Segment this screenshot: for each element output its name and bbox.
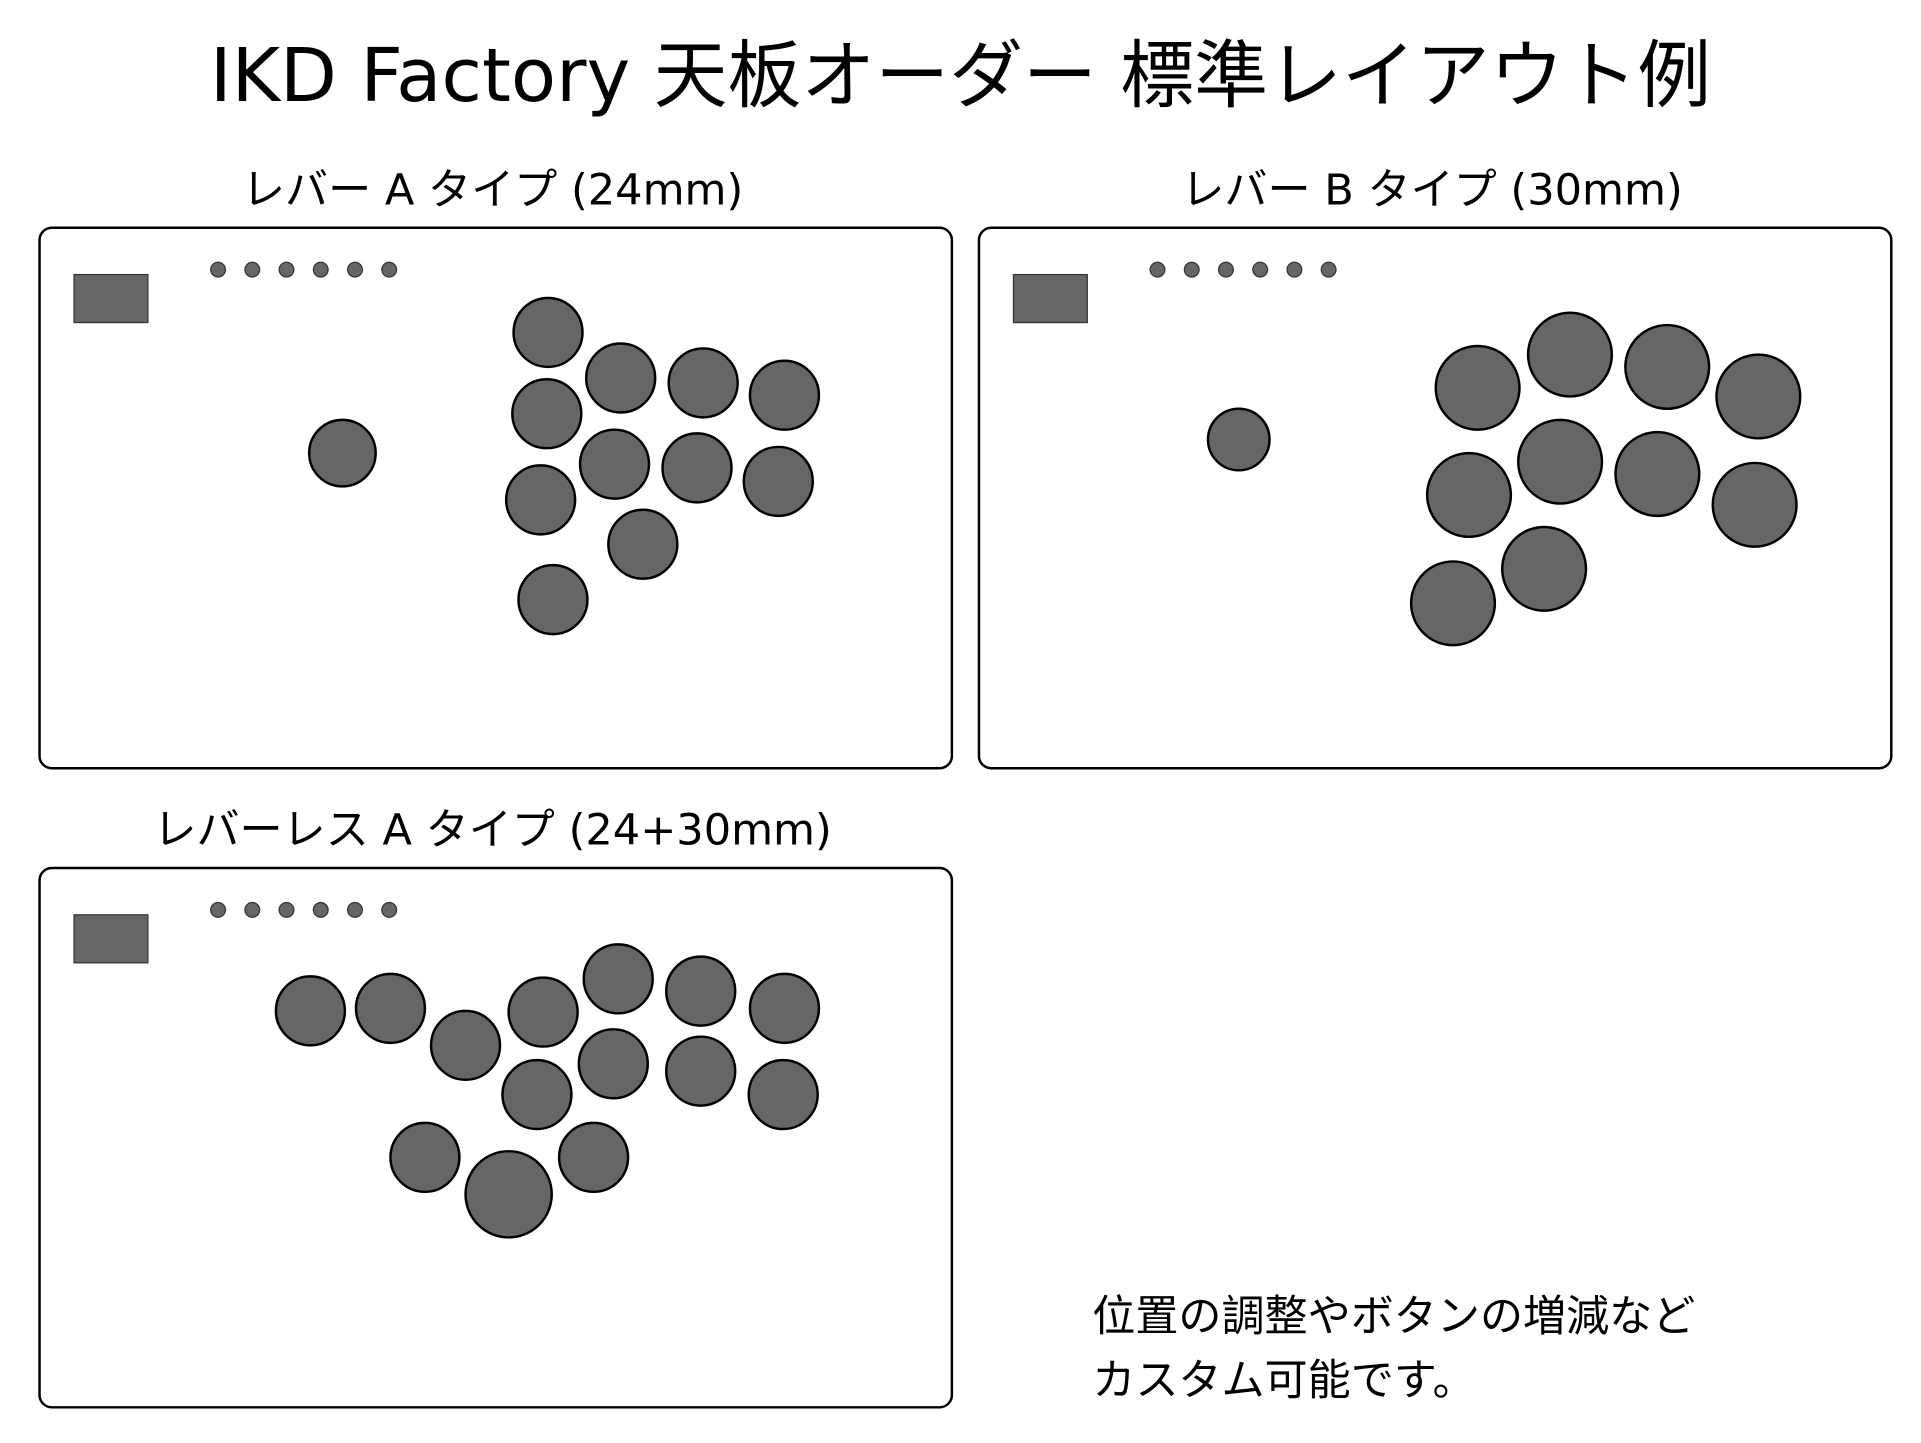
note-line-1: 位置の調整やボタンの増減など bbox=[1092, 1292, 1695, 1342]
button-hole bbox=[667, 347, 739, 419]
button-hole bbox=[389, 1121, 461, 1194]
button-hole bbox=[1517, 418, 1604, 505]
button-hole bbox=[578, 428, 651, 500]
note-line-2: カスタム可能です。 bbox=[1092, 1356, 1475, 1406]
small-button-hole bbox=[1217, 261, 1234, 278]
small-button-hole bbox=[244, 261, 261, 278]
small-button-hole bbox=[381, 901, 398, 918]
small-button-hole bbox=[312, 901, 329, 918]
function-block bbox=[73, 914, 149, 964]
button-hole bbox=[1614, 430, 1701, 518]
button-hole bbox=[1434, 344, 1521, 431]
small-button-hole bbox=[278, 261, 295, 278]
button-hole bbox=[748, 972, 821, 1045]
panel-frame bbox=[38, 866, 954, 1409]
button-hole bbox=[665, 1035, 737, 1107]
button-hole bbox=[512, 296, 584, 369]
panel-frame bbox=[38, 226, 954, 770]
panel-lever-a bbox=[38, 226, 954, 770]
button-hole bbox=[517, 563, 589, 636]
button-hole bbox=[511, 377, 583, 450]
button-hole bbox=[1501, 525, 1588, 612]
button-hole bbox=[1425, 451, 1513, 539]
small-button-hole bbox=[1149, 261, 1166, 278]
button-hole bbox=[577, 1028, 649, 1100]
button-hole bbox=[1526, 311, 1614, 398]
small-button-hole bbox=[210, 261, 227, 278]
button-hole bbox=[557, 1121, 630, 1194]
button-hole bbox=[464, 1149, 553, 1239]
button-hole bbox=[504, 464, 577, 536]
button-hole bbox=[429, 1009, 502, 1082]
lever-hole bbox=[1206, 407, 1271, 472]
small-button-hole bbox=[210, 901, 227, 918]
button-hole bbox=[1711, 461, 1798, 548]
button-hole bbox=[274, 975, 347, 1047]
small-button-hole bbox=[1252, 261, 1269, 278]
function-block bbox=[1012, 273, 1088, 324]
button-hole bbox=[507, 976, 579, 1048]
small-button-hole bbox=[346, 901, 363, 918]
panel-label-lever-b: レバー B タイプ (30mm) bbox=[1181, 165, 1682, 215]
button-hole bbox=[742, 445, 814, 518]
button-hole bbox=[607, 508, 679, 580]
page-title: IKD Factory 天板オーダー 標準レイアウト例 bbox=[210, 33, 1711, 119]
button-hole bbox=[661, 432, 733, 504]
button-hole bbox=[1624, 323, 1711, 410]
button-hole bbox=[582, 943, 654, 1015]
button-hole bbox=[584, 342, 657, 414]
small-button-hole bbox=[278, 901, 295, 918]
small-button-hole bbox=[346, 261, 363, 278]
small-button-hole bbox=[1183, 261, 1200, 278]
small-button-hole bbox=[1320, 261, 1337, 278]
button-hole bbox=[747, 1058, 819, 1131]
button-hole bbox=[665, 955, 737, 1027]
button-hole bbox=[1715, 353, 1802, 440]
button-hole bbox=[501, 1058, 573, 1131]
panel-label-lever-a: レバー A タイプ (24mm) bbox=[242, 165, 743, 215]
panel-leverless-a bbox=[38, 866, 954, 1409]
panel-lever-b bbox=[977, 226, 1893, 770]
button-hole bbox=[354, 972, 427, 1045]
small-button-hole bbox=[244, 901, 261, 918]
lever-hole bbox=[307, 418, 377, 488]
panel-label-leverless-a: レバーレス A タイプ (24+30mm) bbox=[153, 806, 831, 856]
small-button-hole bbox=[1286, 261, 1303, 278]
button-hole bbox=[748, 359, 821, 431]
button-hole bbox=[1409, 560, 1497, 647]
small-button-hole bbox=[312, 261, 329, 278]
function-block bbox=[73, 273, 149, 324]
small-button-hole bbox=[381, 261, 398, 278]
